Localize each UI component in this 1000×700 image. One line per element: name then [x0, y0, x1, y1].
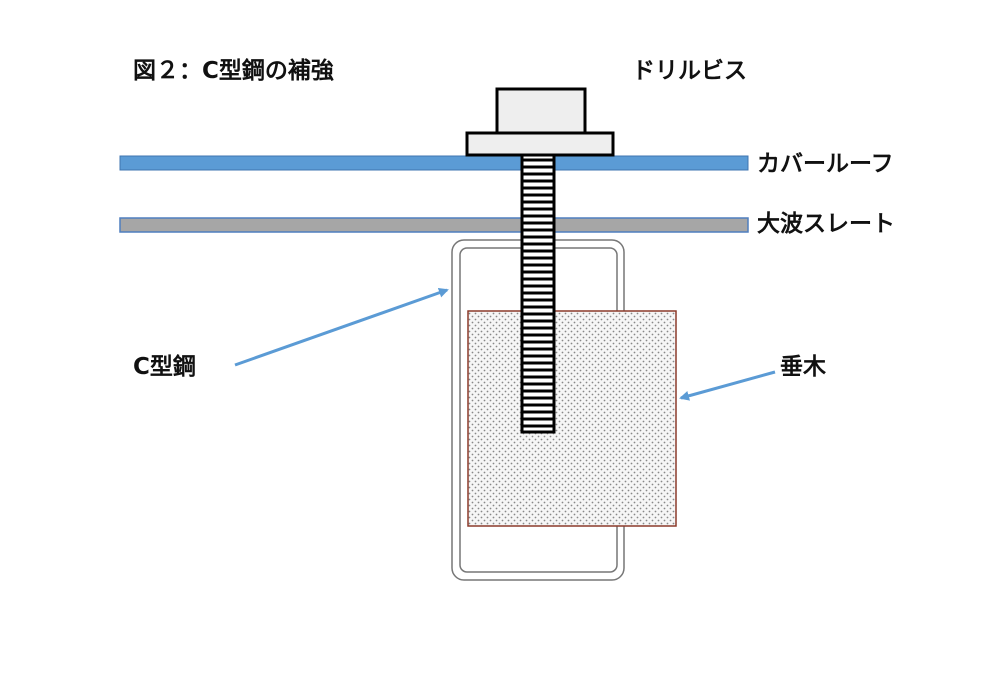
- cover-roof-label: カバールーフ: [757, 151, 894, 177]
- screw-washer: [465, 131, 615, 157]
- rafter-label: 垂木: [780, 354, 826, 380]
- cover-roof-bar: [119, 155, 749, 171]
- figure-title: 図２：C型鋼の補強: [133, 58, 334, 84]
- slate-bar: [119, 217, 749, 233]
- rafter-arrow: [679, 370, 776, 401]
- screw-head: [495, 87, 587, 135]
- c-steel-label: C型鋼: [133, 354, 196, 380]
- drill-screw: [465, 87, 615, 434]
- slate-label: 大波スレート: [757, 211, 895, 237]
- drill-screw-label: ドリルビス: [632, 58, 747, 84]
- c-steel-arrow: [234, 287, 449, 367]
- rafter-block: [467, 310, 677, 527]
